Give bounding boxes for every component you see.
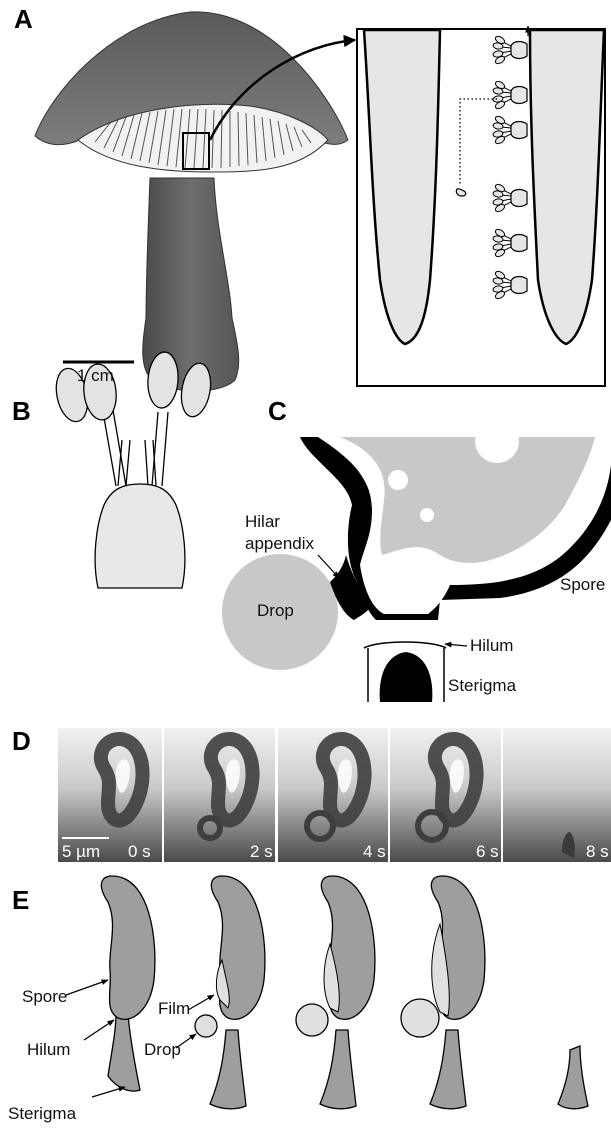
scale-bar-label-d: 5 µm: [62, 842, 100, 862]
hilum-label-c: Hilum: [470, 636, 513, 656]
scale-bar-label-a: 1 cm: [77, 366, 114, 386]
panel-label-a: A: [14, 4, 33, 35]
film-label-e: Film: [158, 999, 190, 1019]
spore-label-e: Spore: [22, 987, 67, 1007]
panel-label-d: D: [12, 726, 31, 757]
hilar-appendix-label-2: appendix: [245, 534, 314, 554]
gill-inset: [357, 26, 605, 386]
frame-time-2: 2 s: [250, 842, 273, 862]
mushroom-illustration: [35, 12, 355, 391]
frame-time-8: 8 s: [586, 842, 609, 862]
frame-time-6: 6 s: [476, 842, 499, 862]
hilar-diagram: [222, 419, 611, 702]
spore-sequence: [66, 876, 588, 1109]
sterigma-label-e: Sterigma: [8, 1104, 76, 1124]
panel-label-b: B: [12, 396, 31, 427]
sterigma-label-c: Sterigma: [448, 676, 516, 696]
hilum-label-e: Hilum: [27, 1040, 70, 1060]
panel-label-c: C: [268, 396, 287, 427]
drop-label-e: Drop: [144, 1040, 181, 1060]
frame-time-4: 4 s: [363, 842, 386, 862]
frame-time-0: 0 s: [128, 842, 151, 862]
hilar-appendix-label-1: Hilar: [245, 512, 280, 532]
panel-label-e: E: [12, 885, 29, 916]
basidium-drawing: [52, 351, 215, 588]
spore-label-c: Spore: [560, 575, 605, 595]
drop-label-c: Drop: [257, 601, 294, 621]
